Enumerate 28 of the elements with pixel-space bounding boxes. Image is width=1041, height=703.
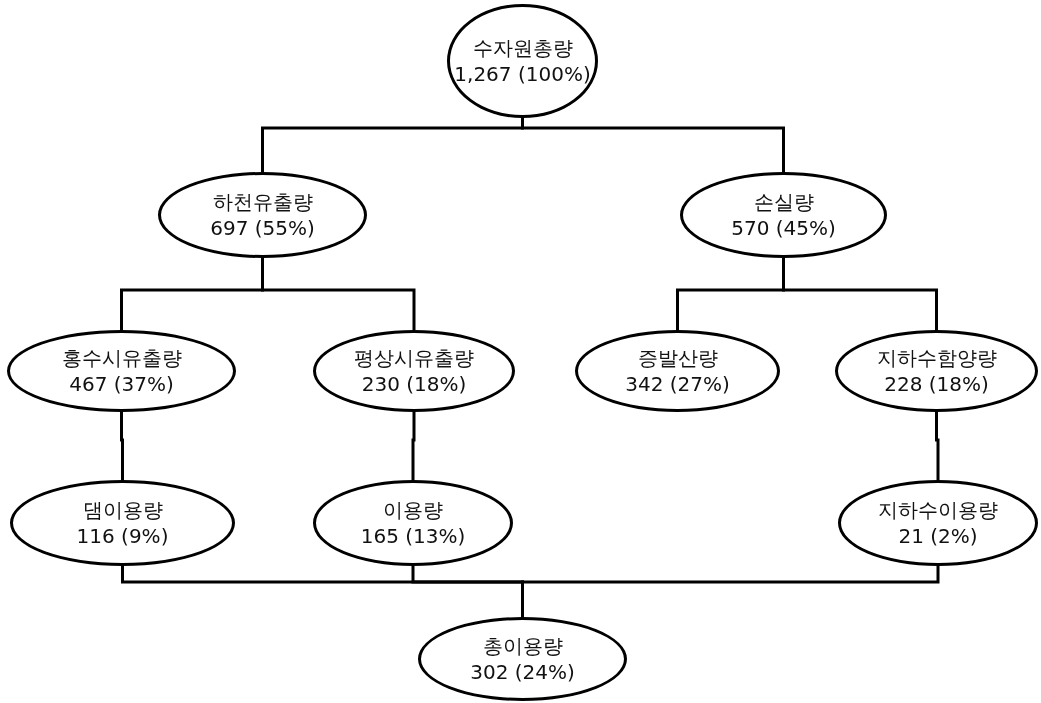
- node-title: 평상시유출량: [354, 345, 474, 371]
- connector-line: [935, 412, 940, 480]
- node-value: 165 (13%): [360, 523, 466, 549]
- node-value: 467 (37%): [69, 371, 174, 397]
- node-title: 수자원총량: [472, 35, 573, 61]
- node-value: 228 (18%): [884, 371, 989, 397]
- node-title: 지하수이용량: [878, 497, 998, 523]
- node-title: 이용량: [383, 497, 443, 523]
- node-title: 홍수시유출량: [61, 345, 182, 371]
- node-value: 342 (27%): [625, 371, 730, 397]
- node-value: 570 (45%): [731, 215, 836, 241]
- node-value: 116 (9%): [76, 523, 169, 549]
- connector-line: [120, 412, 124, 480]
- node-title: 지하수함양량: [876, 345, 997, 371]
- node-title: 댐이용량: [82, 497, 163, 523]
- node-title: 손실량: [753, 189, 814, 215]
- node-value: 230 (18%): [361, 371, 467, 397]
- node-title: 증발산량: [637, 345, 718, 371]
- node-value: 302 (24%): [470, 659, 575, 685]
- connector-line: [521, 118, 785, 172]
- connector-line: [782, 258, 938, 330]
- node-value: 697 (55%): [210, 215, 315, 241]
- node-value: 21 (2%): [898, 523, 978, 549]
- node-title: 하천유출량: [212, 189, 313, 215]
- connector-line: [521, 566, 940, 617]
- connector-line: [411, 412, 416, 480]
- node-title: 총이용량: [482, 633, 563, 659]
- node-value: 1,267 (100%): [454, 61, 591, 87]
